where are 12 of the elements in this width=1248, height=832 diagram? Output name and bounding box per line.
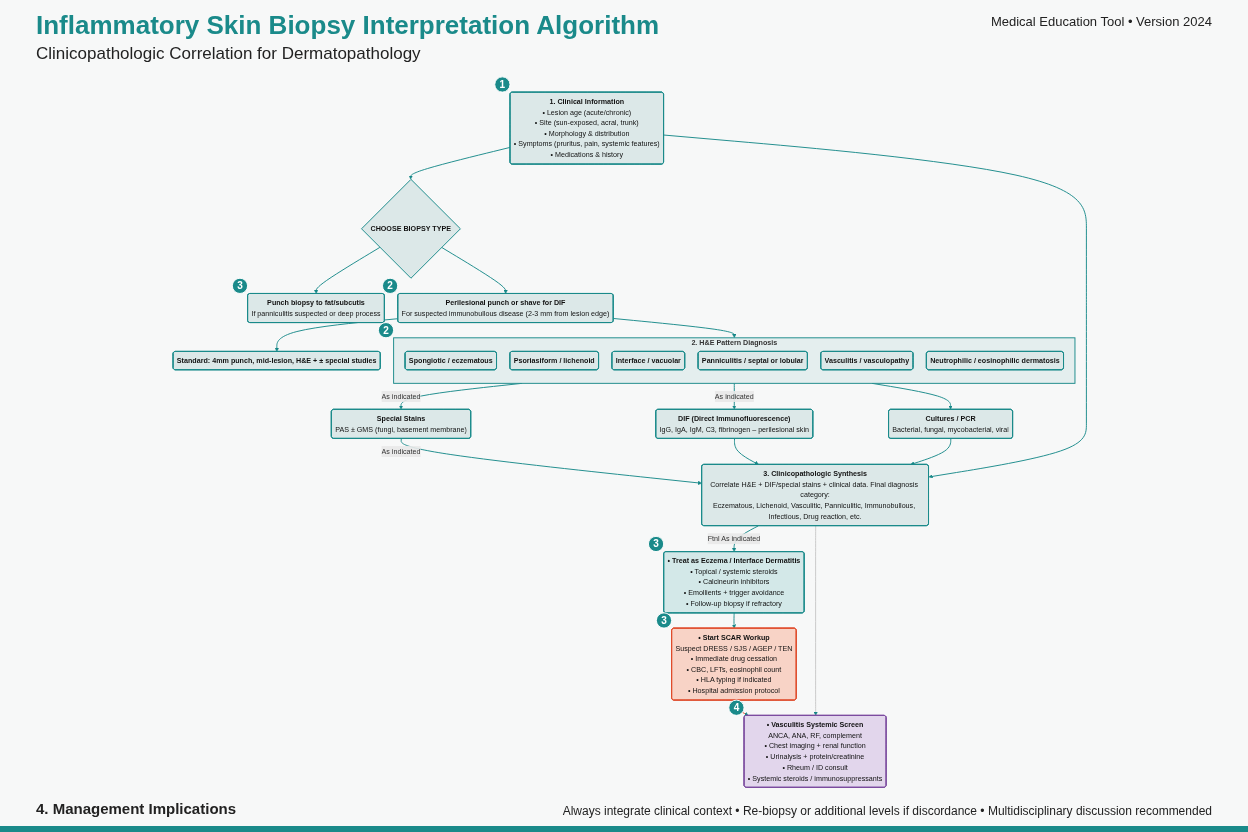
step-badge: 2	[382, 277, 399, 294]
step-badge: 4	[728, 699, 745, 716]
subtitle: Clinicopathologic Correlation for Dermatopathology	[36, 44, 421, 64]
title: Inflammatory Skin Biopsy Interpretation Algorithm	[36, 10, 660, 41]
step-badge: 2	[377, 322, 395, 339]
step-badge: 3	[655, 612, 673, 629]
step-badge: 3	[231, 277, 249, 294]
version-note: Medical Education Tool • Version 2024	[990, 14, 1212, 29]
step-badge: 3	[647, 535, 665, 553]
step-badge: 1	[494, 76, 511, 93]
footer-note: Always integrate clinical context • Re-biopsy or additional levels if discordance • Multidisciplinary discussion recommended	[562, 804, 1212, 818]
section-heading: 4. Management Implications	[36, 800, 237, 817]
